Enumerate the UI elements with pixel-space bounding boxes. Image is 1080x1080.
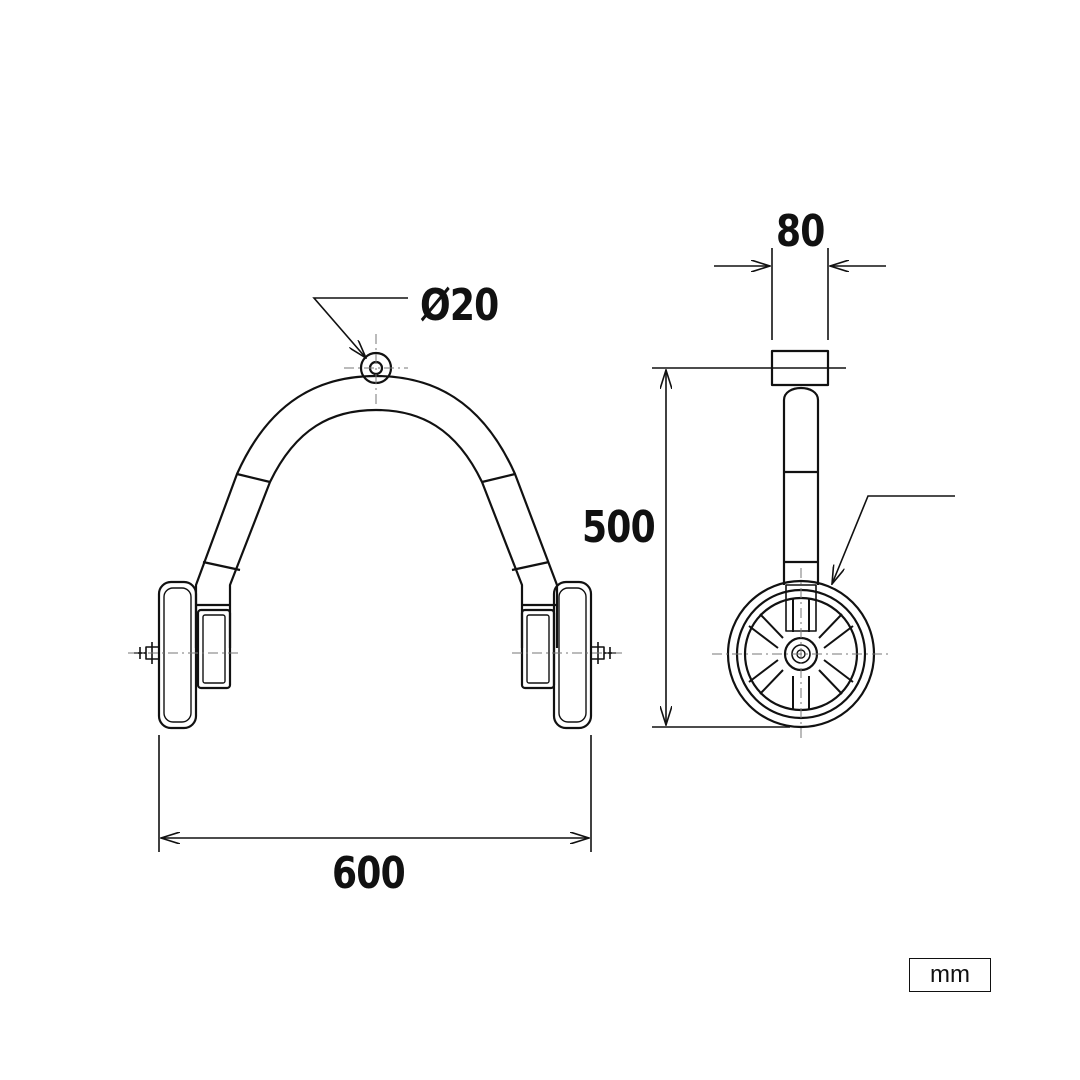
left-mount-bracket-inner [202,614,226,684]
side-view-centerlines [712,568,890,742]
frame-joint-right-upper [481,472,516,484]
depth-label: 80 [776,206,825,257]
frame-joint-right-lower [511,560,550,572]
unit-badge: mm [909,958,991,992]
frame-joint-left-lower [202,560,241,572]
width-label: 600 [332,848,406,899]
right-wheel-tread [558,587,587,723]
diameter-leader [312,297,408,358]
depth-dimension [714,248,886,340]
frame-outer-edge [194,374,559,648]
width-dimension [158,735,592,852]
right-mount-bracket-inner [526,614,550,684]
side-wheel-spokes [748,598,854,710]
side-leader [832,495,955,584]
side-tube [782,387,820,585]
left-wheel-tread [163,587,192,723]
frame-inner-edge [228,408,524,648]
frame-joint-left-upper [236,472,271,484]
front-view-centerlines [128,334,624,654]
left-mount-bracket [196,608,232,690]
diameter-label: Ø20 [420,280,499,331]
front-view [134,351,616,730]
height-dimension [652,367,846,728]
height-label: 500 [582,502,656,553]
